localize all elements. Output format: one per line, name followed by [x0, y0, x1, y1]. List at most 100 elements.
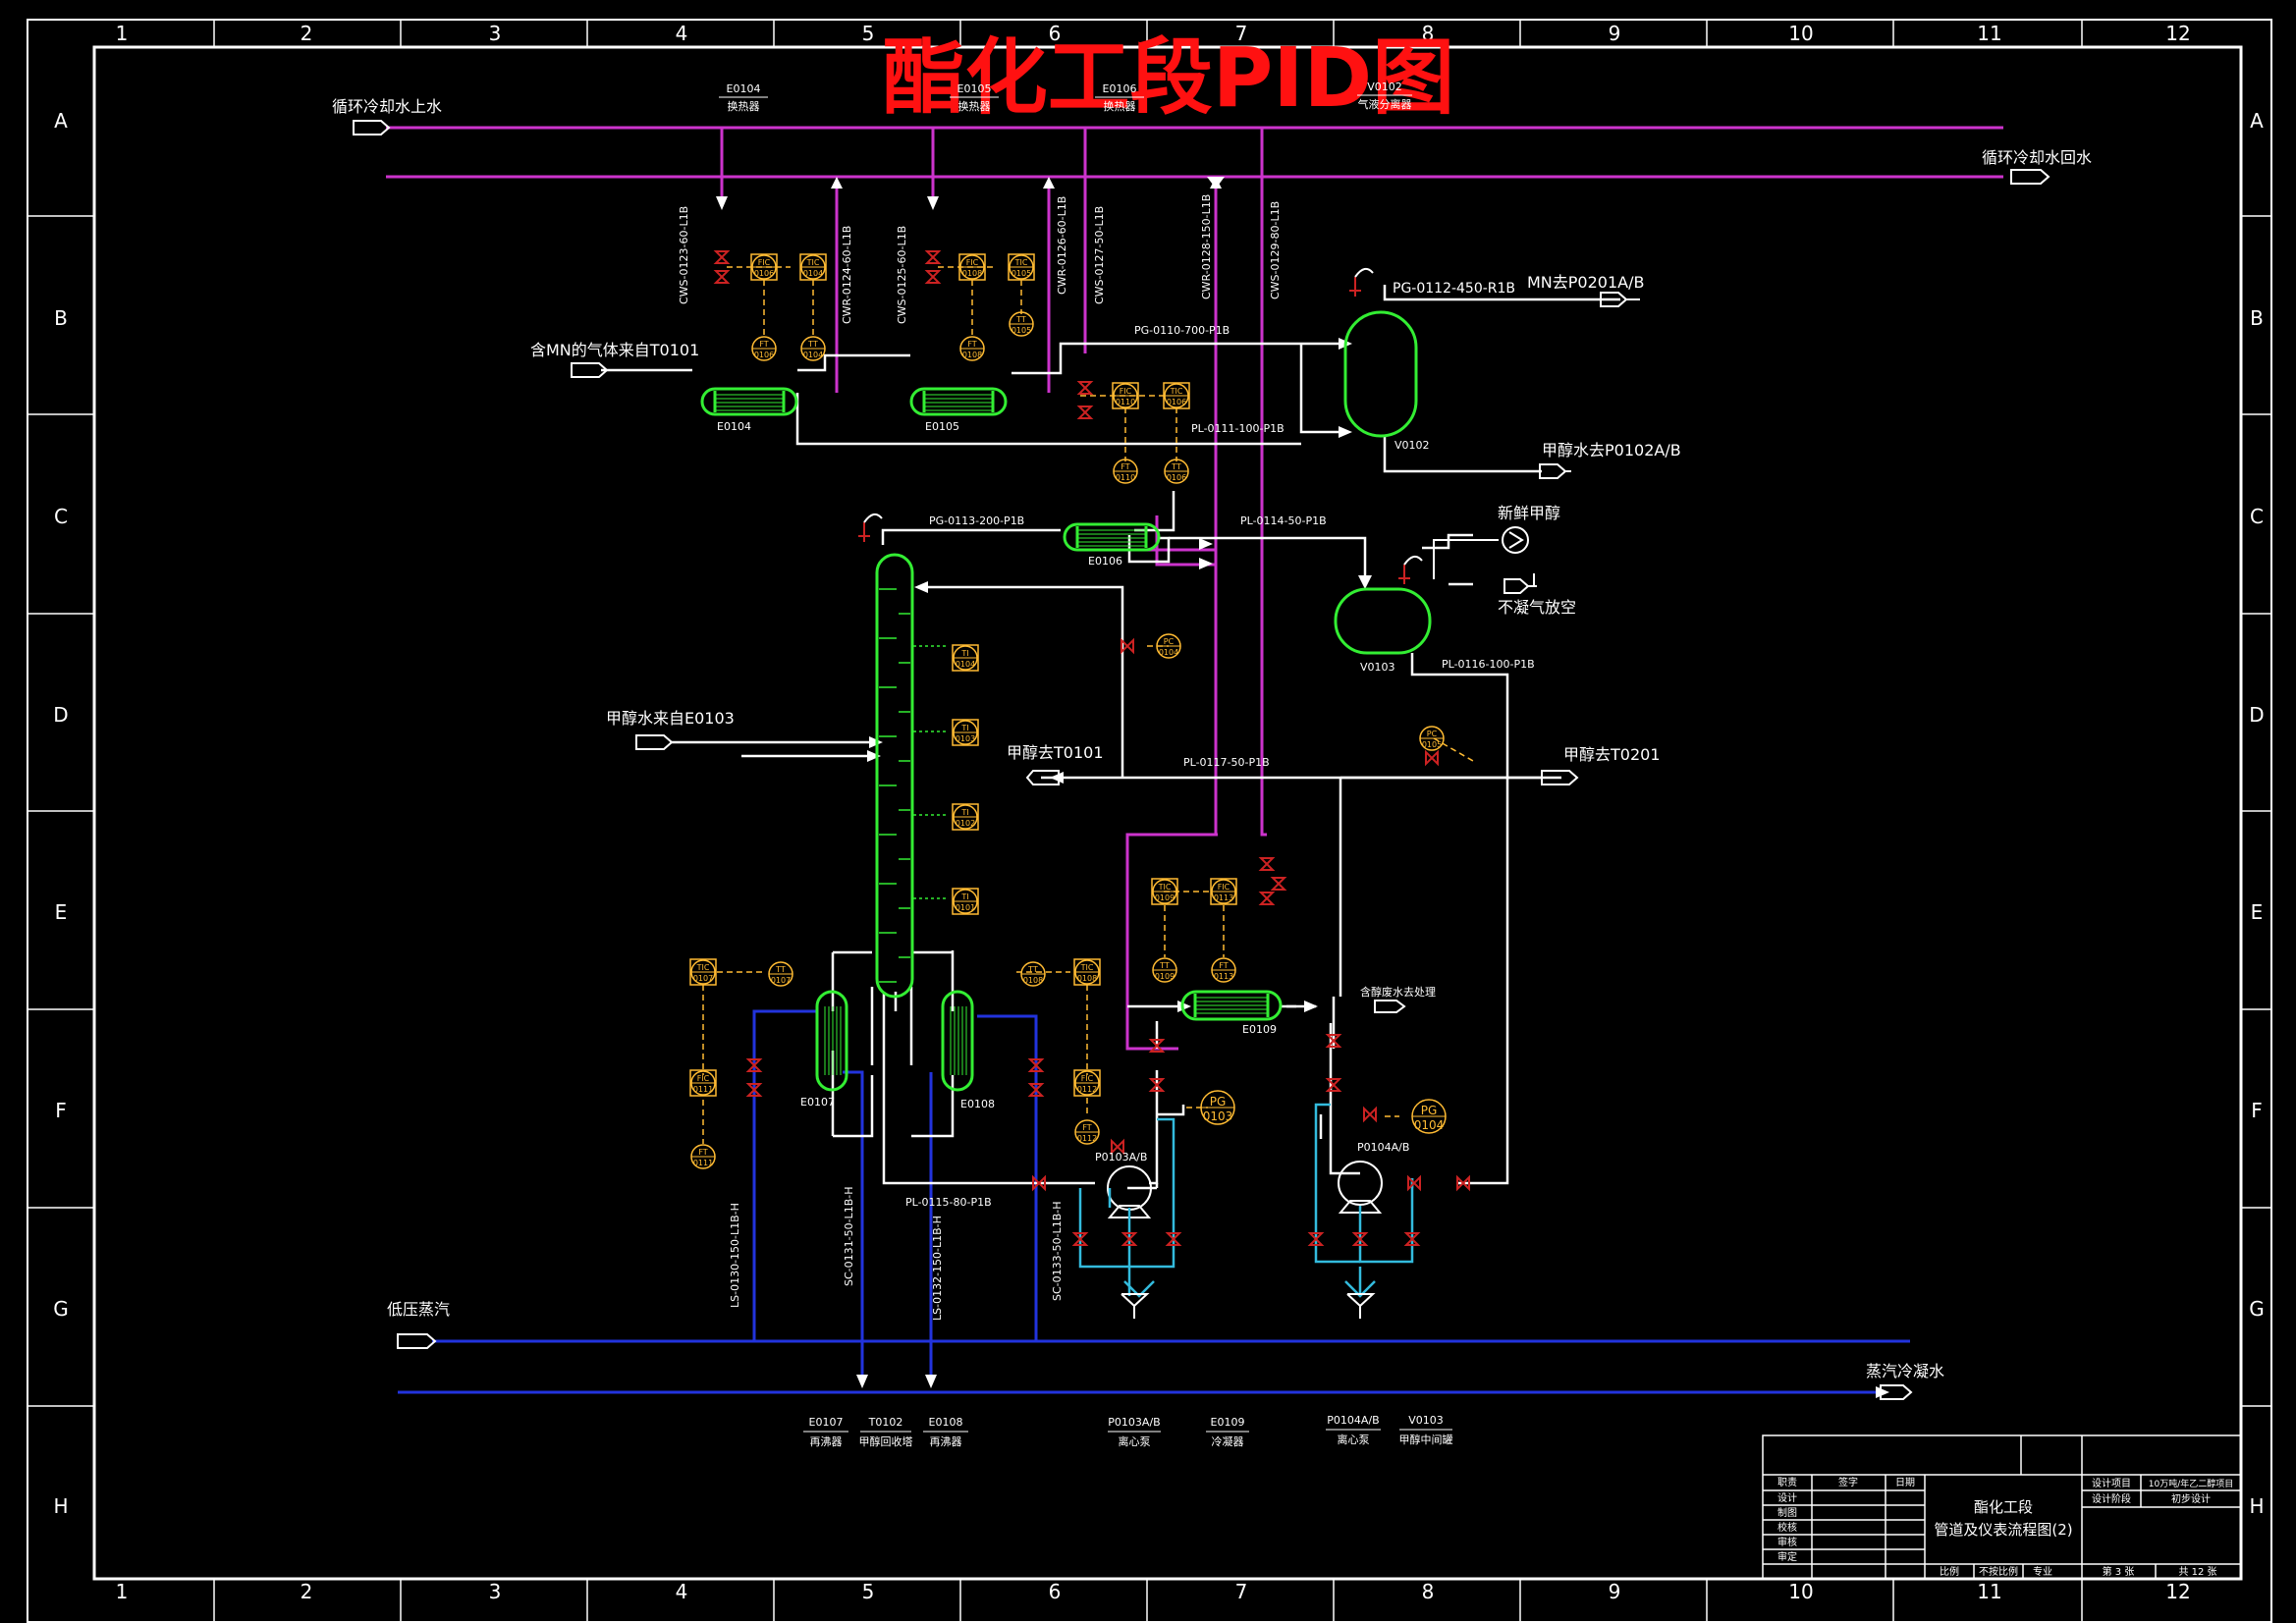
drawing-frame	[27, 19, 2272, 1623]
instrument-number: 0107	[771, 976, 791, 985]
instrument-number: 0110	[1116, 398, 1135, 406]
equip-tag: E0108	[960, 1098, 995, 1110]
tb-sheet: 第 3 张	[2103, 1565, 2135, 1578]
valve-icon	[1307, 1232, 1325, 1246]
grid-row-label: B	[54, 306, 68, 330]
grid-row-label: F	[55, 1099, 67, 1122]
grid-col-label: 5	[862, 22, 875, 45]
legend-bottom-tag: E0108	[929, 1416, 963, 1429]
exchanger-e0105	[909, 387, 1008, 416]
column-t0102	[875, 553, 914, 999]
equip-tag: V0103	[1360, 661, 1395, 674]
instrument-tag: TI	[960, 893, 968, 901]
line-number: PL-0114-50-P1B	[1240, 514, 1327, 527]
instrument-tag: TIC	[696, 963, 710, 972]
legend-bottom-desc: 甲醇中间罐	[1399, 1433, 1453, 1446]
stream-label: 低压蒸汽	[387, 1300, 450, 1319]
valve-icon	[924, 270, 942, 284]
stream-label: 含MN的气体来自T0101	[530, 341, 699, 359]
instrument-tag: TIC	[1080, 963, 1094, 972]
instrument-number: 0104	[803, 269, 823, 278]
grid-row-label: A	[2250, 109, 2264, 133]
grid-col-label: 8	[1422, 22, 1435, 45]
line-number: SC-0133-50-L1B-H	[1051, 1202, 1064, 1301]
legend-bottom-desc: 离心泵	[1119, 1434, 1151, 1448]
valve-icon	[745, 1083, 763, 1097]
valve-icon	[1351, 1232, 1369, 1246]
instrument-number: 0109	[1155, 893, 1175, 902]
instrument-tag: PG	[1421, 1104, 1438, 1117]
line-number: CWS-0123-60-L1B	[678, 206, 690, 304]
legend-bottom-tag: P0104A/B	[1327, 1414, 1379, 1427]
line-numbers: CWS-0123-60-L1B CWR-0124-60-L1B CWS-0125…	[678, 194, 1535, 1321]
grid-row-label: D	[2249, 703, 2264, 727]
valve-icon	[1148, 1078, 1166, 1092]
instrument-tag: TIC	[806, 258, 820, 267]
instrument-tag: TIC	[1170, 387, 1183, 396]
exchanger-tubes	[715, 394, 1268, 1075]
instrument-number: 0105	[1422, 740, 1442, 749]
grid-row-label: H	[2249, 1494, 2264, 1518]
instrument-tag: FIC	[697, 1074, 710, 1083]
valve-icon	[1076, 406, 1094, 419]
legend-bottom-tag: T0102	[868, 1416, 903, 1429]
valve-icon	[713, 250, 731, 264]
tb-total: 共 12 张	[2178, 1566, 2216, 1578]
grid-row-label: G	[53, 1297, 69, 1321]
valve-icon	[1032, 1174, 1046, 1192]
line-number: PL-0117-50-P1B	[1183, 756, 1270, 769]
grid-col-label: 12	[2165, 1580, 2190, 1603]
instrument-number: 0111	[693, 1085, 713, 1094]
fresh-meoh-line	[1433, 539, 1499, 579]
relief-valve-icon	[1398, 565, 1410, 584]
instrument-tag: TIC	[1014, 258, 1028, 267]
stream-label: 蒸汽冷凝水	[1866, 1362, 1944, 1380]
pump-p0104	[1338, 1161, 1383, 1206]
instrument-tag: FT	[1121, 462, 1129, 471]
legend-bottom-desc: 再沸器	[810, 1435, 843, 1448]
legend-bottom: E0107 再沸器 T0102 甲醇回收塔 E0108 再沸器 P0103A/B…	[803, 1414, 1453, 1448]
instrument-number: 0106	[1167, 473, 1186, 482]
relief-valve-icon	[858, 522, 870, 542]
instrument-tag: FIC	[758, 258, 771, 267]
legend-bottom-tag: P0103A/B	[1108, 1416, 1160, 1429]
line-number: PG-0113-200-P1B	[929, 514, 1024, 527]
legend-top-tag: E0105	[957, 82, 992, 95]
instrument-number: 0105	[1011, 326, 1031, 335]
instrument-number: 0108	[1023, 976, 1043, 985]
grid-row-label: E	[55, 900, 68, 924]
instrument-number: 0108	[1077, 974, 1097, 983]
line-number: PL-0115-80-P1B	[905, 1196, 992, 1209]
grid-row-label: D	[53, 703, 68, 727]
tb-sign-header: 签字	[1838, 1476, 1858, 1488]
instrument-tag: TT	[1027, 965, 1038, 974]
valve-icon	[1325, 1078, 1342, 1092]
tb-role-header: 职责	[1777, 1476, 1797, 1488]
instrument-tag: FT	[759, 340, 768, 349]
line-number: PL-0116-100-P1B	[1442, 658, 1535, 671]
line-number: LS-0130-150-L1B-H	[729, 1203, 741, 1308]
valve-icon	[924, 250, 942, 264]
valve-icon	[745, 1058, 763, 1072]
column-trays	[879, 588, 948, 983]
instrument-number: 0104	[956, 660, 975, 669]
equip-tag: E0107	[800, 1096, 835, 1109]
instrument-number: 0104	[803, 351, 823, 359]
instrument-number: 0113	[1214, 893, 1233, 902]
legend-top-tag: E0104	[727, 82, 761, 95]
steam-lines	[398, 1009, 1910, 1394]
line-number: CWR-0124-60-L1B	[841, 226, 853, 324]
valve-icon	[1456, 1174, 1470, 1192]
instrument-tag: FT	[1219, 961, 1228, 970]
